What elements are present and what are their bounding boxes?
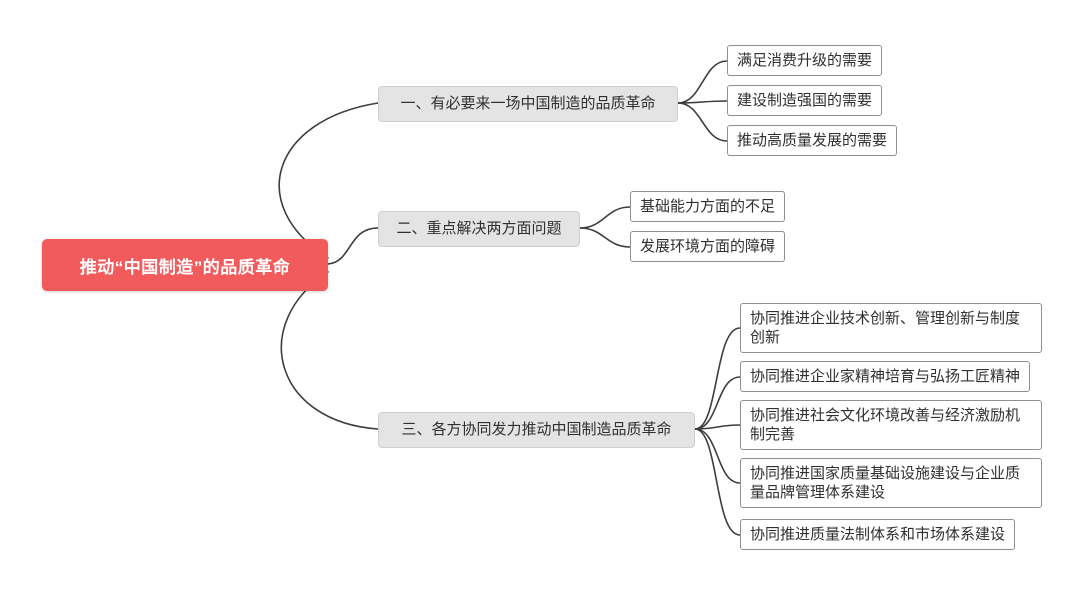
- leaf-node-3-4[interactable]: 协同推进国家质量基础设施建设与企业质量品牌管理体系建设: [740, 458, 1042, 508]
- edge-b3-leaf-5: [694, 428, 741, 536]
- leaf-node-2-1[interactable]: 基础能力方面的不足: [630, 191, 786, 222]
- edge-b3-leaf-2: [694, 376, 741, 430]
- branch-node-1[interactable]: 一、有必要来一场中国制造的品质革命: [378, 86, 678, 122]
- edge-b2-leaf-2: [579, 227, 631, 248]
- edge-b1-leaf-1: [677, 60, 728, 104]
- leaf-node-3-2[interactable]: 协同推进企业家精神培育与弘扬工匠精神: [740, 361, 1031, 392]
- leaf-node-3-3[interactable]: 协同推进社会文化环境改善与经济激励机制完善: [740, 400, 1042, 450]
- leaf-node-1-3[interactable]: 推动高质量发展的需要: [727, 125, 898, 156]
- branch-node-2[interactable]: 二、重点解决两方面问题: [378, 211, 580, 247]
- edge-root-branch-2: [327, 227, 379, 265]
- edge-root-branch-1: [278, 102, 379, 259]
- leaf-node-3-1[interactable]: 协同推进企业技术创新、管理创新与制度创新: [740, 303, 1042, 353]
- edge-b1-leaf-3: [677, 102, 728, 142]
- root-node[interactable]: 推动“中国制造”的品质革命: [42, 239, 328, 291]
- edge-root-branch-3: [280, 271, 379, 430]
- leaf-node-1-1[interactable]: 满足消费升级的需要: [727, 45, 883, 76]
- edge-b3-leaf-1: [694, 327, 741, 430]
- branch-node-3[interactable]: 三、各方协同发力推动中国制造品质革命: [378, 412, 695, 448]
- leaf-node-2-2[interactable]: 发展环境方面的障碍: [630, 231, 786, 262]
- leaf-node-3-5[interactable]: 协同推进质量法制体系和市场体系建设: [740, 519, 1016, 550]
- edge-b2-leaf-1: [579, 206, 631, 229]
- edge-b3-leaf-4: [694, 428, 741, 484]
- edge-b3-leaf-3: [694, 424, 741, 430]
- leaf-node-1-2[interactable]: 建设制造强国的需要: [727, 85, 883, 116]
